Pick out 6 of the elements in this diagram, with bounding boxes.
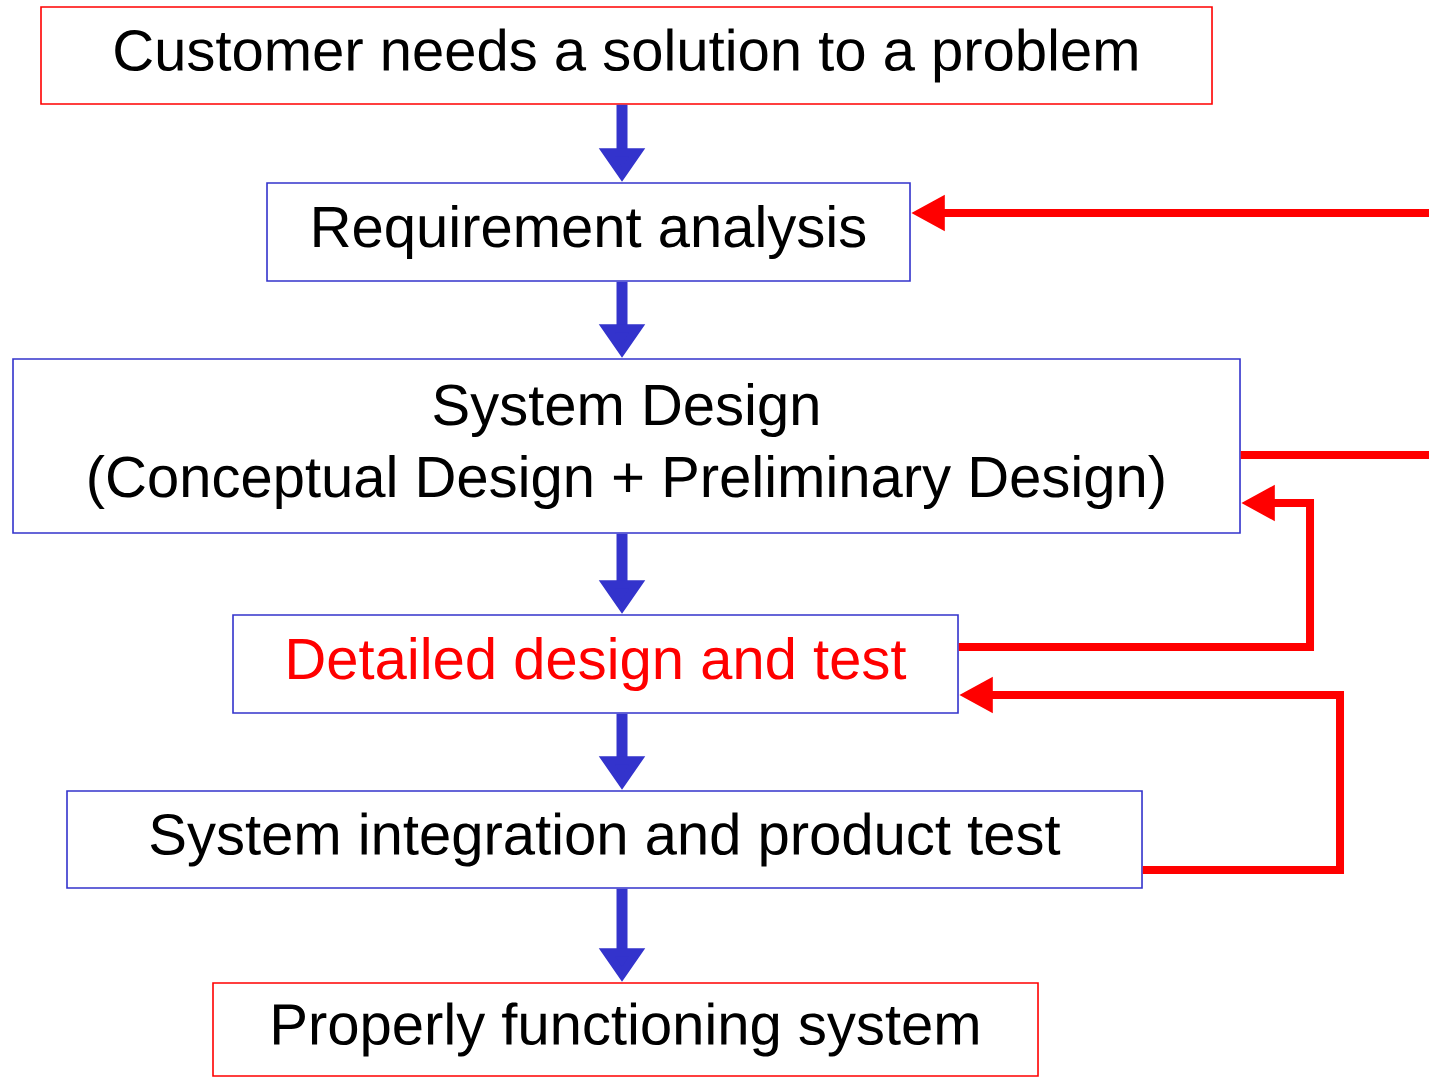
process-box: Requirement analysis (266, 182, 911, 282)
process-box: System Design (Conceptual Design + Preliminary Design) (12, 358, 1241, 534)
process-box: Customer needs a solution to a problem (40, 6, 1213, 105)
process-box: System integration and product test (66, 790, 1143, 889)
process-box: Detailed design and test (232, 614, 959, 714)
process-box: Properly functioning system (212, 982, 1039, 1077)
